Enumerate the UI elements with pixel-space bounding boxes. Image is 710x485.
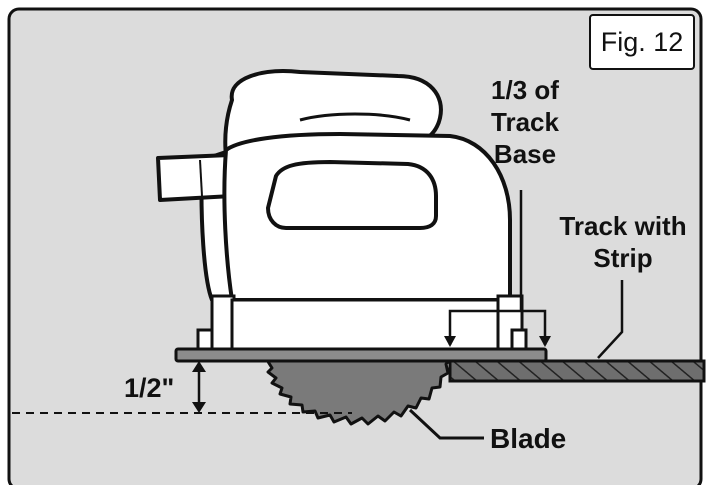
depth-arrow-up — [192, 361, 206, 372]
bolt-left — [196, 328, 214, 352]
saw-lower-body — [230, 298, 500, 352]
saw-base-plate — [174, 347, 548, 363]
label-blade: Blade — [490, 423, 567, 454]
label-one-third-track-base: 1/3 of Track Base — [491, 75, 559, 169]
figure-number: Fig. 12 — [600, 26, 684, 57]
third-arrow-right — [539, 336, 551, 347]
third-arrow-left — [444, 336, 456, 347]
guard-window — [266, 160, 438, 230]
track-with-strip — [448, 359, 706, 383]
blade-leader — [408, 408, 484, 440]
saw-side-knob — [156, 153, 234, 202]
figure-number-box: Fig. 12 — [589, 14, 695, 70]
handle-inner-cutout — [299, 112, 411, 122]
third-bracket — [448, 309, 547, 345]
track-leader — [597, 280, 624, 359]
saw-blade — [265, 356, 454, 426]
label-cut-depth: 1/2" — [124, 373, 175, 403]
depth-arrow-down — [192, 402, 206, 413]
knob-detail — [199, 159, 203, 197]
label-track-with-strip: Track with Strip — [559, 211, 687, 273]
bolt-right — [510, 328, 528, 352]
